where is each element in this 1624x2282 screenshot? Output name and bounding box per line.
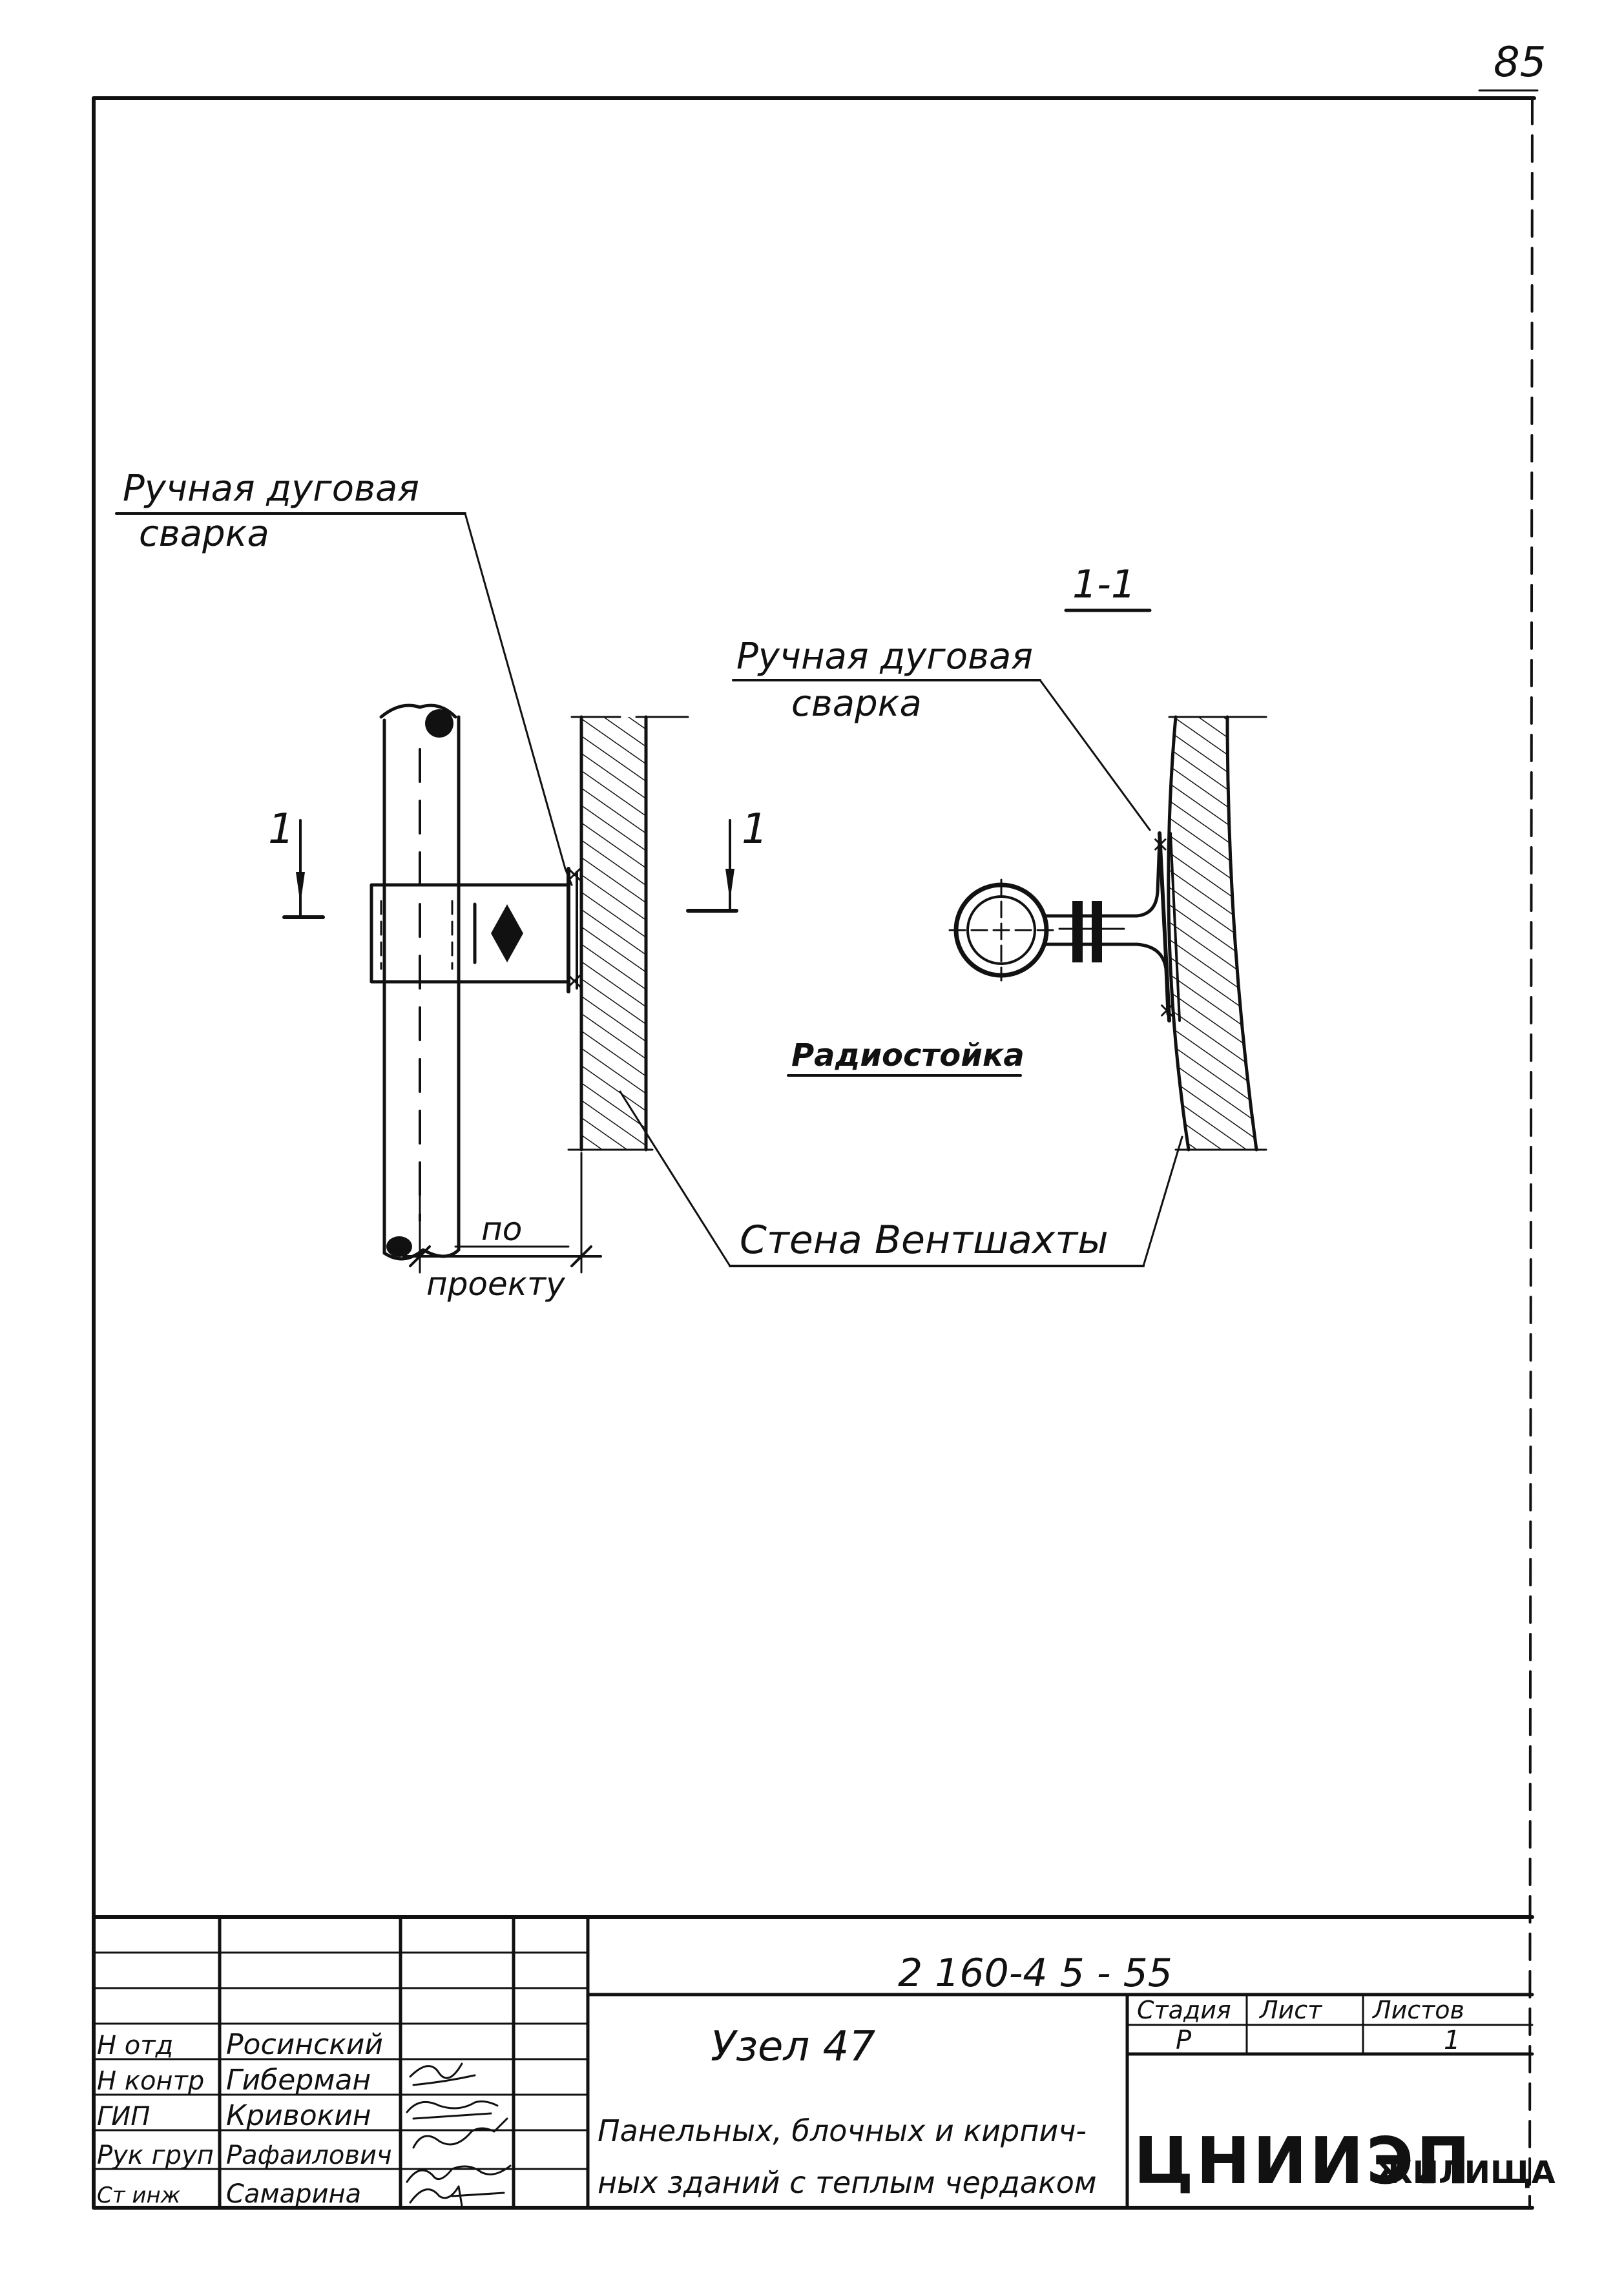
wall-label-group: Стена Вентшахты <box>619 1090 1183 1267</box>
signatures <box>406 2062 512 2207</box>
name-4: Рафаилович <box>226 2141 392 2170</box>
riser-label: Радиостойка <box>791 1037 1025 1074</box>
svg-text:×: × <box>1151 831 1170 857</box>
org-logo: ЦНИИЭП <box>1134 2123 1473 2199</box>
ventilation-shaft-wall-right <box>1167 715 1267 1152</box>
dim-label-line1: по <box>481 1210 522 1248</box>
right-weld-label-line2: сварка <box>791 683 922 725</box>
sheet-frame <box>92 96 1536 2210</box>
role-4: Рук груп <box>97 2141 214 2170</box>
node-title: Узел 47 <box>711 2023 875 2071</box>
org-suffix: ЖИЛИЩА <box>1375 2155 1556 2191</box>
right-view-section-1-1: 1-1 Ручная дуговая сварка × × <box>732 562 1267 1152</box>
name-5: Самарина <box>226 2179 361 2209</box>
dim-label-line2: проекту <box>426 1265 566 1303</box>
wall-label: Стена Вентшахты <box>740 1218 1109 1263</box>
riser-pipe-section <box>948 878 1054 982</box>
section-mark-right: 1 <box>742 805 768 853</box>
role-5: Ст инж <box>97 2183 181 2208</box>
stage-value: Р <box>1176 2026 1192 2055</box>
col-sheets: Листов <box>1371 1996 1464 2024</box>
section-mark-left: 1 <box>268 805 295 853</box>
role-1: Н отд <box>97 2031 173 2060</box>
role-2: Н контр <box>97 2066 204 2096</box>
name-2: Гиберман <box>226 2064 371 2097</box>
role-3: ГИП <box>97 2102 150 2132</box>
sheet-number: 85 <box>1494 39 1546 87</box>
clamp-bracket-section: × × <box>1043 831 1181 1023</box>
title-block <box>92 1915 1534 2210</box>
ventilation-shaft-wall-left <box>567 715 689 1152</box>
pipe-clamp-bracket: × × <box>370 861 584 994</box>
description-line1: Панельных, блочных и кирпич- <box>598 2113 1087 2148</box>
col-stage: Стадия <box>1137 1996 1231 2024</box>
dimension-po-proektu: по проекту <box>402 1152 602 1303</box>
left-view: Ручная дуговая сварка 1 1 <box>115 468 768 1303</box>
name-3: Кривокин <box>226 2099 371 2132</box>
name-1: Росинский <box>226 2028 383 2061</box>
doc-code: 2 160-4 5 - 55 <box>898 1951 1172 1996</box>
left-weld-label-line2: сварка <box>139 513 269 555</box>
left-weld-label-line1: Ручная дуговая <box>123 468 419 510</box>
col-sheet: Лист <box>1258 1996 1323 2024</box>
description-line2: ных зданий с теплым чердаком <box>598 2165 1097 2200</box>
right-weld-label-line1: Ручная дуговая <box>736 636 1033 678</box>
section-title: 1-1 <box>1072 562 1136 607</box>
sheets-value: 1 <box>1444 2026 1460 2055</box>
